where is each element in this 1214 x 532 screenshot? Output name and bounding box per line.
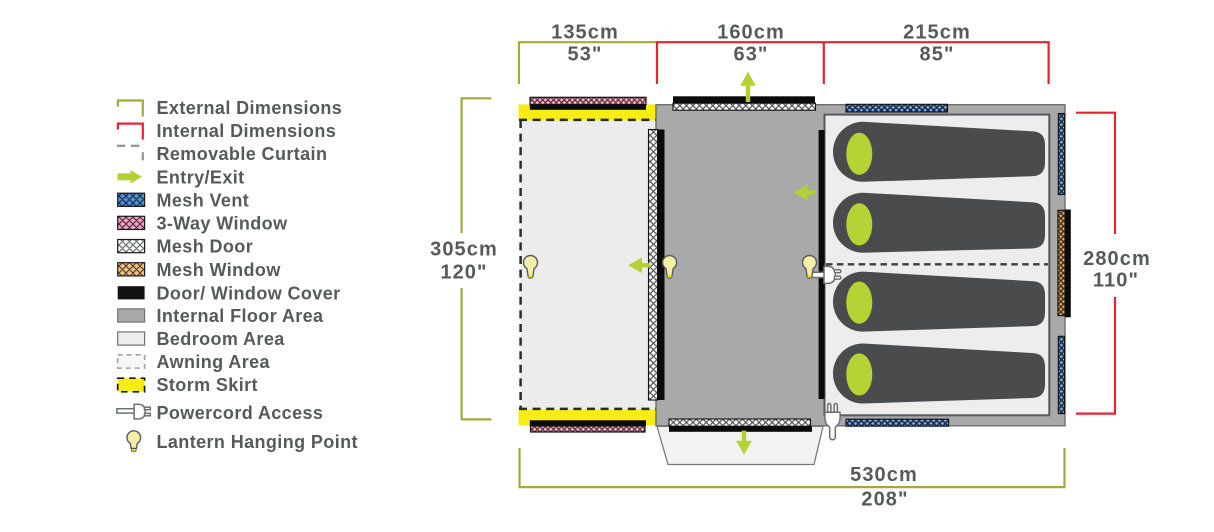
- svg-text:Mesh Door: Mesh Door: [157, 237, 254, 257]
- svg-text:Door/ Window Cover: Door/ Window Cover: [157, 283, 341, 303]
- svg-text:530cm: 530cm: [850, 464, 918, 486]
- svg-text:85": 85": [919, 44, 954, 66]
- svg-text:3-Way Window: 3-Way Window: [157, 214, 289, 234]
- svg-text:305cm: 305cm: [430, 238, 498, 260]
- svg-text:Lantern Hanging Point: Lantern Hanging Point: [157, 432, 358, 452]
- svg-text:Internal Floor Area: Internal Floor Area: [157, 306, 325, 326]
- svg-text:280cm: 280cm: [1083, 248, 1151, 270]
- svg-text:215cm: 215cm: [903, 21, 971, 43]
- svg-text:63": 63": [733, 44, 768, 66]
- svg-text:Entry/Exit: Entry/Exit: [157, 167, 245, 187]
- svg-text:Internal Dimensions: Internal Dimensions: [157, 121, 337, 141]
- svg-text:Awning Area: Awning Area: [157, 352, 271, 372]
- svg-text:135cm: 135cm: [551, 21, 619, 43]
- svg-text:Powercord Access: Powercord Access: [157, 403, 324, 423]
- svg-text:208": 208": [861, 488, 908, 510]
- svg-text:120": 120": [440, 262, 487, 284]
- svg-text:160cm: 160cm: [717, 21, 785, 43]
- svg-text:53": 53": [567, 44, 602, 66]
- svg-text:Removable Curtain: Removable Curtain: [157, 144, 328, 164]
- svg-text:Storm Skirt: Storm Skirt: [157, 375, 258, 395]
- svg-text:External Dimensions: External Dimensions: [157, 98, 343, 118]
- svg-text:Mesh Vent: Mesh Vent: [157, 190, 250, 210]
- svg-text:Mesh Window: Mesh Window: [157, 260, 282, 280]
- svg-text:Bedroom Area: Bedroom Area: [157, 329, 286, 349]
- svg-text:110": 110": [1093, 270, 1139, 292]
